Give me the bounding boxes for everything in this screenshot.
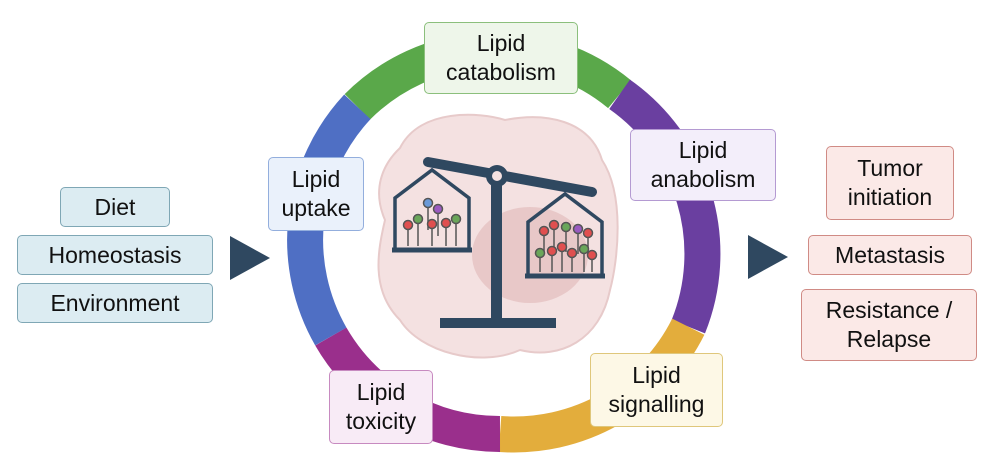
label-lipid-signalling: Lipid signalling bbox=[590, 353, 723, 427]
label-lipid-uptake: Lipid uptake bbox=[268, 157, 364, 231]
lipids-left bbox=[402, 197, 462, 246]
outcome-metastasis: Metastasis bbox=[808, 235, 972, 275]
outcome-tumor-initiation: Tumor initiation bbox=[826, 146, 954, 220]
right-pan bbox=[526, 191, 604, 276]
input-environment: Environment bbox=[17, 283, 213, 323]
scale-base bbox=[440, 318, 556, 328]
balance-scale bbox=[392, 157, 605, 328]
input-arrow bbox=[230, 236, 270, 280]
input-diet: Diet bbox=[60, 187, 170, 227]
label-lipid-toxicity: Lipid toxicity bbox=[329, 370, 433, 444]
outcome-arrow bbox=[748, 235, 788, 279]
outcome-resistance-relapse: Resistance / Relapse bbox=[801, 289, 977, 361]
input-homeostasis: Homeostasis bbox=[17, 235, 213, 275]
left-pan bbox=[393, 167, 471, 250]
label-lipid-anabolism: Lipid anabolism bbox=[630, 129, 776, 201]
scale-beam bbox=[423, 157, 597, 197]
lipids-right bbox=[534, 219, 598, 272]
label-lipid-catabolism: Lipid catabolism bbox=[424, 22, 578, 94]
scale-post bbox=[491, 178, 502, 320]
